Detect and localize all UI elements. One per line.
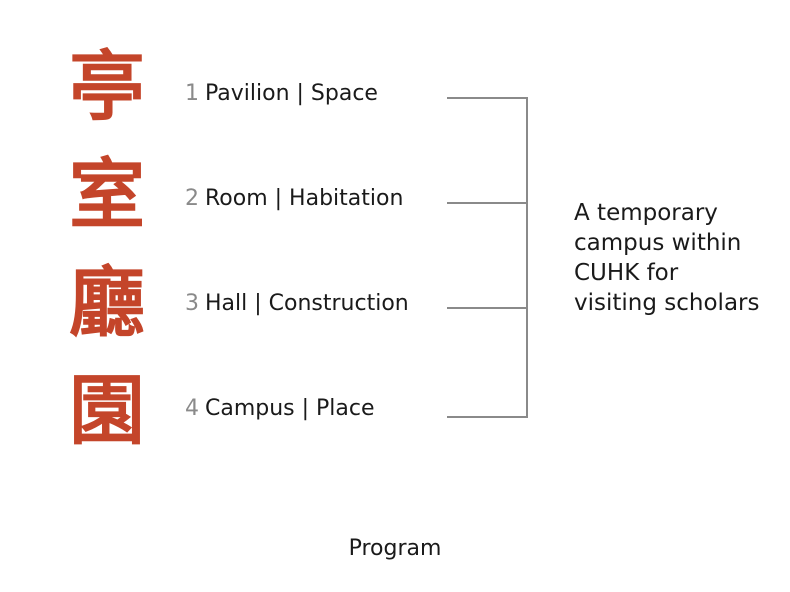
program-item-label: Hall | Construction	[205, 291, 409, 316]
program-item-label: Room | Habitation	[205, 186, 404, 211]
program-item-label: Pavilion | Space	[205, 81, 378, 106]
calligraphy-char-garden: 園	[69, 366, 145, 455]
description-line: CUHK for	[574, 260, 679, 286]
program-item-number: 4	[185, 396, 199, 421]
program-item-label: Campus | Place	[205, 396, 375, 421]
program-item-number: 2	[185, 186, 199, 211]
calligraphy-char-pavilion: 亭	[69, 42, 145, 131]
footer-title: Program	[348, 536, 442, 561]
program-item-number: 1	[185, 81, 199, 106]
program-description: A temporary campus within CUHK for visit…	[574, 198, 774, 318]
calligraphy-char-room: 室	[69, 150, 145, 239]
calligraphy-column: 亭 室 廳 園	[62, 42, 152, 462]
calligraphy-char-hall: 廳	[69, 258, 145, 347]
description-line: visiting scholars	[574, 290, 760, 316]
program-item-number: 3	[185, 291, 199, 316]
description-line: campus within	[574, 230, 742, 256]
description-line: A temporary	[574, 200, 718, 226]
